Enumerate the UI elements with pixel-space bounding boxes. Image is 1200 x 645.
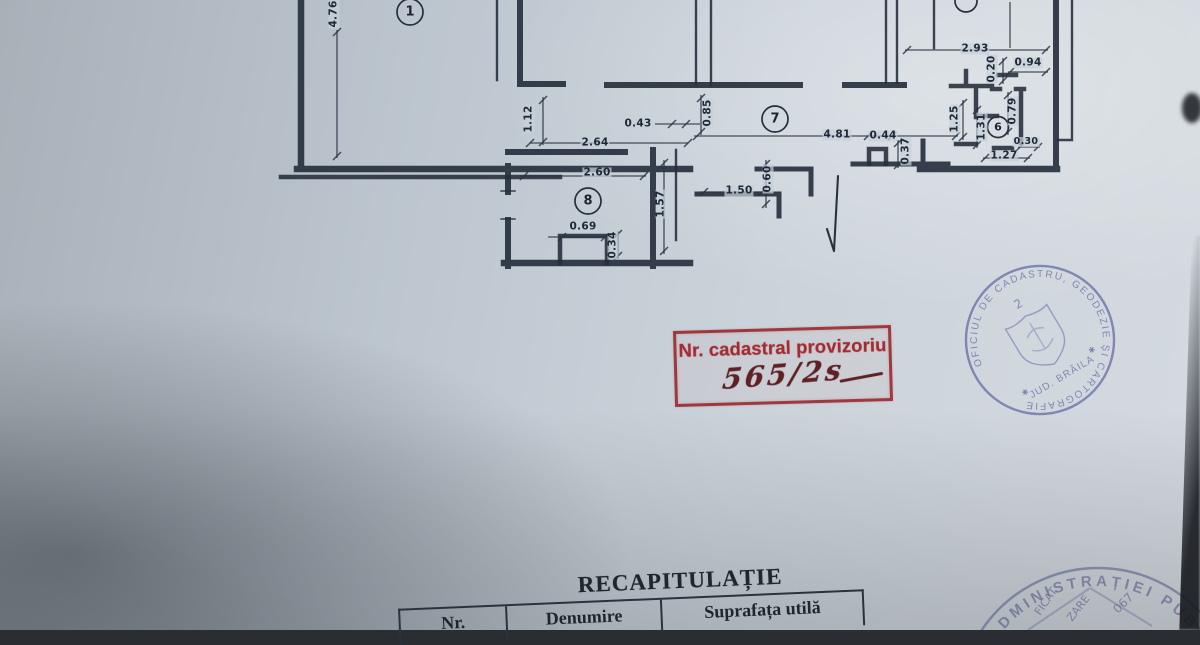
dimension-lines	[336, 2, 1048, 259]
dimension-label: 1.31	[975, 112, 988, 142]
dimension-label: 4.81	[822, 128, 852, 141]
room-number: 8	[583, 193, 593, 209]
stamp-triangle-shape	[1027, 587, 1153, 630]
wall-lines-thin	[278, 0, 1074, 266]
dimension-label: 2.93	[960, 42, 990, 55]
dimension-label: 0.94	[1013, 56, 1043, 69]
photo-dark-spot	[1182, 93, 1200, 123]
dimension-label: 4.76	[327, 0, 340, 29]
dimension-label: 0.79	[1006, 96, 1019, 126]
dimension-label: 1.27	[989, 149, 1019, 162]
star-icon: ✱	[1087, 344, 1098, 355]
dimension-label: 0.85	[701, 98, 714, 128]
dimension-label: 1.12	[522, 104, 535, 134]
dimension-label: 0.37	[899, 136, 912, 166]
dimension-label: 0.44	[868, 129, 898, 142]
dimension-label: 2.60	[582, 166, 612, 179]
admin-ring-text: ADMINISTRAȚIEI PUBL	[985, 573, 1200, 630]
column-header-nr: Nr.	[400, 606, 509, 645]
dimension-label: 0.30	[1012, 136, 1040, 148]
column-header-denumire: Denumire	[507, 599, 664, 641]
hand-drawn-arrow	[825, 174, 840, 253]
dimension-label: 0.43	[623, 117, 653, 130]
room-number: 7	[770, 111, 780, 127]
floor-plan	[278, 0, 1074, 266]
coat-of-arms-icon	[1004, 303, 1066, 366]
ocgc-round-stamp: OFICIUL DE CADASTRU, GEODEZIE ȘI CARTOGR…	[950, 250, 1130, 430]
paper-background	[0, 0, 1200, 630]
admin-fragment-text: ZARE	[1064, 592, 1093, 623]
dimension-label: 0.34	[606, 230, 619, 260]
admin-round-stamp: ADMINISTRAȚIEI PUBL FICAT ZARE 067	[980, 566, 1200, 630]
ocgc-number: 2	[1011, 296, 1025, 312]
room-circles	[396, 0, 1010, 215]
dimension-label: 1.50	[724, 184, 754, 197]
dimension-label: 2.64	[580, 136, 610, 149]
cadastral-number-stamp: Nr. cadastral provizoriu 565/2s	[672, 324, 894, 408]
dimension-label: 0.60	[761, 164, 774, 194]
tick-marks	[332, 27, 1051, 261]
partial-room-circle	[954, 0, 978, 13]
dimension-label: 0.20	[985, 54, 998, 84]
dimension-label: 1.25	[948, 104, 961, 134]
room-number: 6	[994, 120, 1002, 134]
room-number: 1	[405, 4, 415, 20]
dimension-label: 1.57	[654, 189, 667, 219]
dimension-label: 0.69	[568, 220, 598, 233]
star-icon: ✱	[1020, 387, 1031, 398]
